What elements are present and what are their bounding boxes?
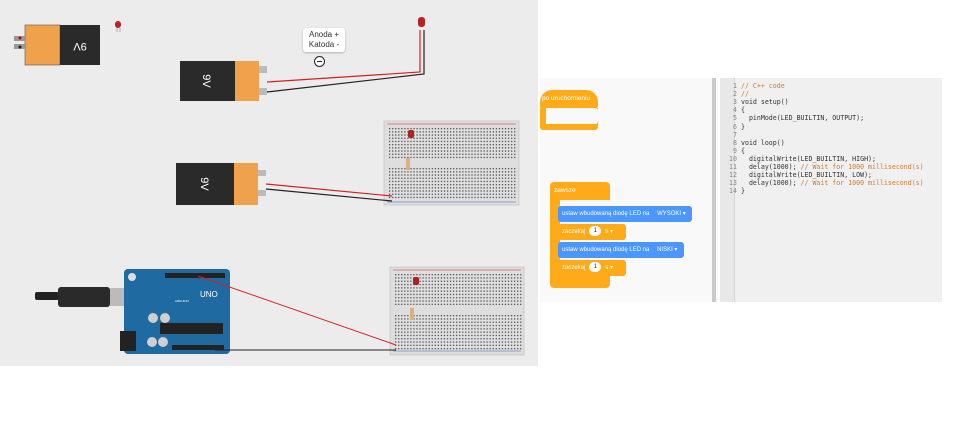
line-number: 3 [733, 98, 737, 107]
polarity-tooltip: Anoda + Katoda - [303, 28, 345, 52]
battery-1[interactable]: 9V [14, 24, 100, 66]
arduino-sublabel: ARDUINO [175, 299, 190, 303]
breadboard-1[interactable] [383, 120, 520, 206]
led-2[interactable] [418, 17, 425, 27]
line-number: 5 [733, 114, 737, 123]
chevron-down-icon: ▾ [610, 229, 614, 235]
wait-value-input[interactable]: 1 [589, 262, 602, 273]
set-led-high-block[interactable]: ustaw wbudowaną diodę LED na WYSOKI ▾ [558, 206, 692, 222]
line-number: 8 [733, 138, 737, 147]
code-line[interactable]: void loop() [741, 138, 785, 147]
code-line[interactable]: // C++ code [741, 82, 785, 90]
tooltip-anode: Anoda + [308, 30, 340, 39]
line-number: 1 [733, 82, 737, 90]
low-dropdown-value: NISKI [657, 247, 673, 253]
when-started-label: po uruchomieniu [542, 95, 591, 102]
wait-value-input[interactable]: 1 [589, 226, 602, 237]
line-number: 7 [733, 130, 737, 139]
line-number: 11 [729, 163, 737, 171]
forever-label: zawsze [554, 187, 576, 194]
circuit-drawing: 9V 9V [14, 17, 525, 356]
code-line[interactable]: digitalWrite(LED_BUILTIN, HIGH); [741, 154, 876, 163]
line-number: 6 [733, 122, 737, 131]
blocks-workspace[interactable]: po uruchomieniu zawsze ustaw wbudowaną d… [540, 78, 718, 302]
code-line[interactable]: // [741, 90, 749, 99]
battery-2[interactable]: 9V [180, 61, 267, 101]
wait-label: zaczekaj [562, 265, 586, 271]
line-number: 2 [733, 90, 737, 99]
battery-1-label: 9V [73, 40, 87, 52]
led-1[interactable] [115, 21, 121, 32]
code-line[interactable]: { [741, 146, 745, 155]
when-started-block[interactable]: po uruchomieniu [540, 90, 598, 108]
code-line[interactable]: void setup() [741, 98, 789, 107]
code-line[interactable]: } [741, 187, 745, 196]
high-dropdown-value: WYSOKI [657, 211, 682, 217]
wait-unit-dropdown[interactable]: s [605, 265, 609, 271]
wait-label: zaczekaj [562, 229, 586, 235]
line-number: 4 [733, 106, 737, 115]
high-dropdown[interactable]: WYSOKI ▾ [657, 206, 686, 222]
tooltip-cathode: Katoda - [308, 40, 340, 49]
blocks-scrollbar[interactable] [712, 78, 716, 302]
forever-block[interactable]: zawsze [550, 182, 610, 200]
chevron-down-icon: ▾ [610, 265, 614, 271]
arduino-board[interactable]: UNO ARDUINO [35, 269, 230, 354]
line-number: 9 [733, 146, 737, 155]
line-number-gutter [720, 78, 735, 302]
line-number: 14 [729, 187, 737, 196]
line-number: 12 [729, 171, 737, 180]
forever-block-foot [550, 276, 610, 288]
battery-2-label: 9V [200, 74, 212, 88]
line-number: 13 [729, 179, 737, 188]
wait-unit-dropdown[interactable]: s [605, 229, 609, 235]
when-started-slot [546, 108, 598, 124]
chevron-down-icon: ▾ [674, 247, 678, 253]
code-line[interactable]: pinMode(LED_BUILTIN, OUTPUT); [741, 114, 865, 123]
code-line[interactable]: } [741, 122, 745, 131]
forever-block-arm [550, 200, 560, 276]
circuit-canvas[interactable]: 9V 9V [0, 0, 538, 366]
line-number: 10 [729, 154, 737, 163]
code-editor[interactable]: 1 // C++ code 2 // 3 void setup() 4 {5 pinMode(… [720, 78, 942, 302]
chevron-down-icon: ▾ [682, 211, 686, 217]
code-line[interactable]: delay(1000); // Wait for 1000 millisecon… [741, 179, 924, 188]
breadboard-2[interactable] [389, 266, 525, 356]
battery-3-label: 9V [198, 177, 210, 191]
minus-terminal-icon[interactable] [314, 56, 325, 67]
battery-3[interactable]: 9V [176, 163, 266, 205]
low-dropdown[interactable]: NISKI ▾ [657, 242, 677, 258]
code-line[interactable]: digitalWrite(LED_BUILTIN, LOW); [741, 171, 873, 180]
set-led-label: ustaw wbudowaną diodę LED na [562, 211, 650, 217]
code-line[interactable]: delay(1000); // Wait for 1000 millisecon… [741, 163, 924, 171]
code-line[interactable]: { [741, 106, 745, 115]
arduino-brand: UNO [200, 290, 218, 299]
set-led-label: ustaw wbudowaną diodę LED na [562, 247, 650, 253]
set-led-low-block[interactable]: ustaw wbudowaną diodę LED na NISKI ▾ [558, 242, 684, 258]
